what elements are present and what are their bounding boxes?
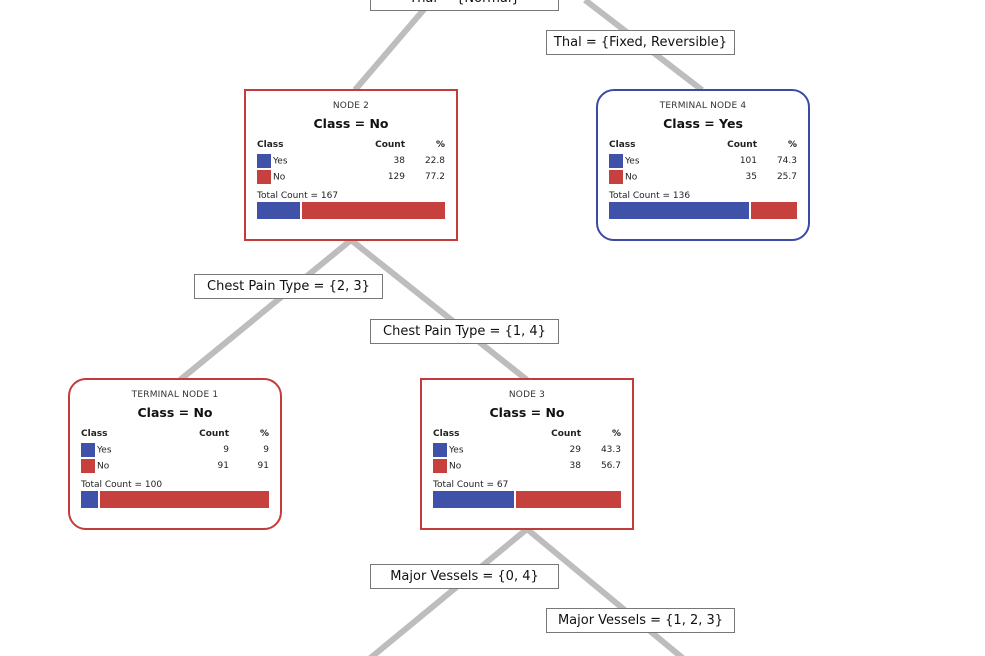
split-label-chest-pain-14: Chest Pain Type = {1, 4} [370, 319, 559, 344]
no-swatch-icon [609, 170, 623, 184]
node-title: NODE 3 [508, 390, 546, 400]
node-title: TERMINAL NODE 1 [131, 390, 219, 400]
split-label-major-vessels-123: Major Vessels = {1, 2, 3} [546, 608, 735, 633]
edge-node2-node1 [178, 237, 353, 383]
header-pct: % [787, 140, 797, 150]
class-table: Class Count% Yes 101 74.3 No 35 25.7 [609, 140, 797, 185]
yes-swatch-icon [609, 154, 623, 168]
bar-yes-segment [609, 202, 751, 219]
yes-pct: 22.8 [424, 156, 445, 166]
class-table: Class Count% Yes 9 9 No 91 91 [81, 429, 269, 474]
node-class: Class = Yes [663, 116, 743, 131]
header-class: Class [257, 140, 284, 150]
header-count: Count [199, 429, 229, 439]
yes-swatch-icon [433, 443, 447, 457]
edge-root-node2 [352, 0, 435, 92]
no-label: No [273, 172, 286, 183]
class-distribution-bar [81, 491, 269, 508]
yes-pct: 74.3 [776, 156, 797, 166]
class-distribution-bar [257, 202, 445, 219]
row-no: No 91 91 [81, 458, 269, 474]
no-swatch-icon [257, 170, 271, 184]
header-class: Class [609, 140, 636, 150]
bar-no-segment [301, 202, 445, 219]
row-no: No 35 25.7 [609, 169, 797, 185]
yes-count: 101 [739, 156, 757, 166]
node-3[interactable]: NODE 3 Class = No Class Count% Yes 29 43.3 … [420, 378, 634, 530]
header-class: Class [433, 429, 460, 439]
no-count: 129 [387, 172, 405, 182]
split-label-major-vessels-04: Major Vessels = {0, 4} [370, 564, 559, 589]
no-label: No [625, 172, 638, 183]
header-count: Count [551, 429, 581, 439]
row-yes: Yes 9 9 [81, 442, 269, 458]
yes-count: 9 [223, 445, 229, 455]
node-title: NODE 2 [332, 101, 370, 111]
header-count: Count [727, 140, 757, 150]
bar-yes-segment [433, 491, 517, 508]
no-pct: 91 [257, 461, 269, 471]
yes-count: 29 [569, 445, 581, 455]
yes-swatch-icon [81, 443, 95, 457]
no-count: 38 [569, 461, 581, 471]
header-class: Class [81, 429, 108, 439]
yes-pct: 9 [263, 445, 269, 455]
class-table: Class Count% Yes 38 22.8 No 129 77.2 [257, 140, 445, 185]
node-class: Class = No [489, 405, 565, 420]
header-pct: % [259, 429, 269, 439]
class-table: Class Count% Yes 29 43.3 No 38 56.7 [433, 429, 621, 474]
yes-swatch-icon [257, 154, 271, 168]
yes-count: 38 [393, 156, 405, 166]
node-title: TERMINAL NODE 4 [659, 101, 747, 111]
split-label-thal-fixed: Thal = {Fixed, Reversible} [546, 30, 735, 55]
node-class: Class = No [313, 116, 389, 131]
class-distribution-bar [609, 202, 797, 219]
header-pct: % [435, 140, 445, 150]
row-no: No 129 77.2 [257, 169, 445, 185]
no-count: 35 [745, 172, 757, 182]
split-label-thal-normal: Thal = {Normal} [370, 0, 559, 11]
no-label: No [449, 461, 462, 472]
yes-label: Yes [449, 445, 464, 456]
no-count: 91 [217, 461, 229, 471]
bar-no-segment [99, 491, 269, 508]
yes-label: Yes [97, 445, 112, 456]
header-count: Count [375, 140, 405, 150]
class-distribution-bar [433, 491, 621, 508]
terminal-node-1[interactable]: TERMINAL NODE 1 Class = No Class Count% Y… [68, 378, 282, 530]
yes-pct: 43.3 [600, 445, 621, 455]
bar-yes-segment [257, 202, 302, 219]
total-count: Total Count = 136 [609, 191, 691, 201]
split-label-chest-pain-23: Chest Pain Type = {2, 3} [194, 274, 383, 299]
no-pct: 56.7 [600, 461, 621, 471]
row-yes: Yes 29 43.3 [433, 442, 621, 458]
header-pct: % [611, 429, 621, 439]
row-yes: Yes 101 74.3 [609, 153, 797, 169]
row-no: No 38 56.7 [433, 458, 621, 474]
node-2[interactable]: NODE 2 Class = No Class Count% Yes 38 22.8 … [244, 89, 458, 241]
no-swatch-icon [433, 459, 447, 473]
yes-label: Yes [625, 156, 640, 167]
total-count: Total Count = 67 [433, 480, 509, 490]
bar-yes-segment [81, 491, 100, 508]
edge-node3-left [368, 526, 529, 656]
no-pct: 25.7 [776, 172, 797, 182]
bar-no-segment [750, 202, 797, 219]
bar-no-segment [516, 491, 621, 508]
edge-node3-right [525, 526, 685, 656]
no-label: No [97, 461, 110, 472]
yes-label: Yes [273, 156, 288, 167]
node-class: Class = No [137, 405, 213, 420]
row-yes: Yes 38 22.8 [257, 153, 445, 169]
no-pct: 77.2 [424, 172, 445, 182]
total-count: Total Count = 100 [81, 480, 163, 490]
total-count: Total Count = 167 [257, 191, 339, 201]
terminal-node-4[interactable]: TERMINAL NODE 4 Class = Yes Class Count% … [596, 89, 810, 241]
no-swatch-icon [81, 459, 95, 473]
edge-node2-node3 [349, 237, 529, 383]
